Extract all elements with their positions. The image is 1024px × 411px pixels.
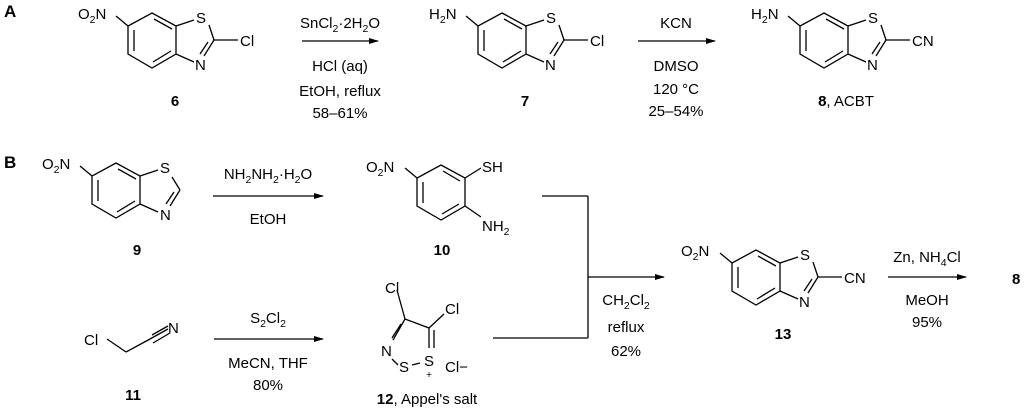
compound-7: S N Cl H2N 7 xyxy=(429,6,604,110)
cyano-group: CN xyxy=(912,33,934,50)
condition-dmso: DMSO xyxy=(654,58,699,75)
benzothiazole-core xyxy=(465,12,588,69)
yield-b3: 62% xyxy=(611,343,641,360)
reaction-arrow-b1: NH2NH2·H2O EtOH xyxy=(213,166,324,228)
compound-12-appels-salt: Cl Cl N S S + Cl− 12, Appel's salt xyxy=(377,280,478,408)
chloride-counterion: Cl− xyxy=(445,359,468,376)
compound-number: 9 xyxy=(133,242,141,259)
nitrogen-atom: N xyxy=(545,57,556,74)
nitro-group: O2N xyxy=(42,156,70,176)
sulfur-atom: S xyxy=(160,160,170,177)
yield-b4: 95% xyxy=(912,314,942,331)
chloro-substituent-5: Cl xyxy=(445,301,459,318)
compound-number: 11 xyxy=(125,387,141,404)
benzothiazole-core xyxy=(115,12,238,69)
yield-a1: 58–61% xyxy=(312,105,367,122)
chloro-substituent-4: Cl xyxy=(385,280,399,297)
positive-charge: + xyxy=(426,369,432,381)
compound-13: S N CN O2N 13 xyxy=(681,243,866,343)
compound-number: 10 xyxy=(434,242,451,259)
reagent-hydrazine-hydrate: NH2NH2·H2O xyxy=(224,166,312,186)
benzothiazole-core xyxy=(79,162,181,219)
nitrogen-atom: N xyxy=(381,343,392,360)
nitrogen-atom: N xyxy=(799,294,810,311)
sulfur-atom: S xyxy=(868,10,878,27)
compound-9: S N O2N 9 xyxy=(42,156,181,259)
compound-11: Cl N 11 xyxy=(84,320,179,404)
compound-number: 7 xyxy=(521,93,529,110)
nitro-group: O2N xyxy=(681,243,709,263)
nitrogen-atom: N xyxy=(195,57,206,74)
condition-temperature: 120 °C xyxy=(653,81,699,98)
reaction-arrow-b4: Zn, NH4Cl MeOH 95% xyxy=(888,249,967,331)
sulfur-atom-2: S xyxy=(424,353,434,370)
compound-label: 8, ACBT xyxy=(818,93,874,110)
reaction-arrow-a1: SnCl2·2H2O HCl (aq) EtOH, reflux 58–61% xyxy=(299,15,381,122)
reagent-kcn: KCN xyxy=(660,15,692,32)
compound-6: S N Cl O2N 6 xyxy=(78,6,254,110)
benzene-ring xyxy=(404,164,482,221)
sulfur-atom-1: S xyxy=(399,359,409,376)
nitrogen-atom: N xyxy=(160,207,171,224)
panel-label-a: A xyxy=(4,2,16,21)
amino-group: H2N xyxy=(751,6,779,26)
nitro-group: O2N xyxy=(366,159,394,179)
condition-hcl: HCl (aq) xyxy=(312,58,368,75)
sulfur-atom: S xyxy=(800,247,810,264)
condition-reflux: reflux xyxy=(608,319,645,336)
compound-number: 13 xyxy=(775,326,792,343)
chloro-substituent: Cl xyxy=(590,33,604,50)
thiol-group: SH xyxy=(482,159,503,176)
condition-etoh-reflux: EtOH, reflux xyxy=(299,83,381,100)
condition-etoh: EtOH xyxy=(250,211,287,228)
benzothiazole-core xyxy=(787,12,910,69)
sulfur-atom: S xyxy=(196,10,206,27)
reaction-arrow-a2: KCN DMSO 120 °C 25–54% xyxy=(638,15,716,120)
panel-label-b: B xyxy=(4,153,16,172)
condition-mecn-thf: MeCN, THF xyxy=(228,355,308,372)
nitrogen-atom: N xyxy=(867,57,878,74)
compound-8-acbt: S N CN H2N 8, ACBT xyxy=(751,6,934,110)
nitro-group: O2N xyxy=(78,6,106,26)
reagent-s2cl2: S2Cl2 xyxy=(250,310,286,330)
product-8-reference: 8 xyxy=(1012,271,1020,288)
sulfur-atom: S xyxy=(546,10,556,27)
amino-group: NH2 xyxy=(482,218,510,238)
compound-10: SH NH2 O2N 10 xyxy=(366,159,510,259)
chloro-substituent: Cl xyxy=(240,33,254,50)
yield-b2: 80% xyxy=(253,377,283,394)
compound-label: 12, Appel's salt xyxy=(377,391,478,408)
solvent-dichloromethane: CH2Cl2 xyxy=(602,292,650,312)
amino-group: H2N xyxy=(429,6,457,26)
benzothiazole-core xyxy=(719,249,842,306)
yield-a2: 25–54% xyxy=(648,103,703,120)
condition-meoh: MeOH xyxy=(905,292,948,309)
reaction-arrow-b2: S2Cl2 MeCN, THF 80% xyxy=(214,310,324,394)
cyano-group: CN xyxy=(844,270,866,287)
chloro-substituent: Cl xyxy=(84,332,98,349)
reagent-zn-nh4cl: Zn, NH4Cl xyxy=(893,249,961,269)
reagent-sncl2: SnCl2·2H2O xyxy=(300,15,380,35)
compound-number: 6 xyxy=(171,93,179,110)
nitrile-nitrogen: N xyxy=(168,320,179,337)
reaction-conditions-b3: CH2Cl2 reflux 62% xyxy=(602,292,650,360)
convergent-bracket xyxy=(493,195,665,339)
